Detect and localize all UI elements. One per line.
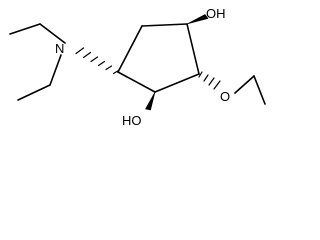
ring-bond-c3-c4 [141, 23, 188, 27]
atom-label-ether-oxygen: O [220, 89, 230, 104]
bond-o-ethyl-ch2 [234, 75, 255, 94]
atom-label-oh-bottom: HO [122, 113, 142, 128]
ring-bond-c1-c2 [117, 71, 156, 93]
hashed-bond-nitrogen [75, 47, 120, 75]
ring-bond-c2-c3 [117, 25, 143, 73]
bond-ethyl-ch3 [253, 75, 266, 105]
hashed-bond-ether-oxygen [198, 71, 221, 90]
ring-bond-c5-c1 [154, 73, 200, 93]
bond-n-ethyl-upper-ch2 [39, 23, 66, 44]
atom-label-nitrogen: N [55, 41, 64, 56]
wedge-bond-oh-bottom [145, 91, 156, 111]
bond-ethyl-lower-ch3 [17, 84, 51, 101]
wedge-bond-oh-top [186, 14, 209, 25]
bond-n-ethyl-lower-ch2 [49, 54, 62, 86]
atom-label-oh-top: OH [206, 6, 226, 21]
molecule-structure: OH N O HO [9, 6, 266, 128]
bond-ethyl-upper-ch3 [9, 23, 41, 35]
ring-bond-c4-c5 [186, 23, 200, 75]
